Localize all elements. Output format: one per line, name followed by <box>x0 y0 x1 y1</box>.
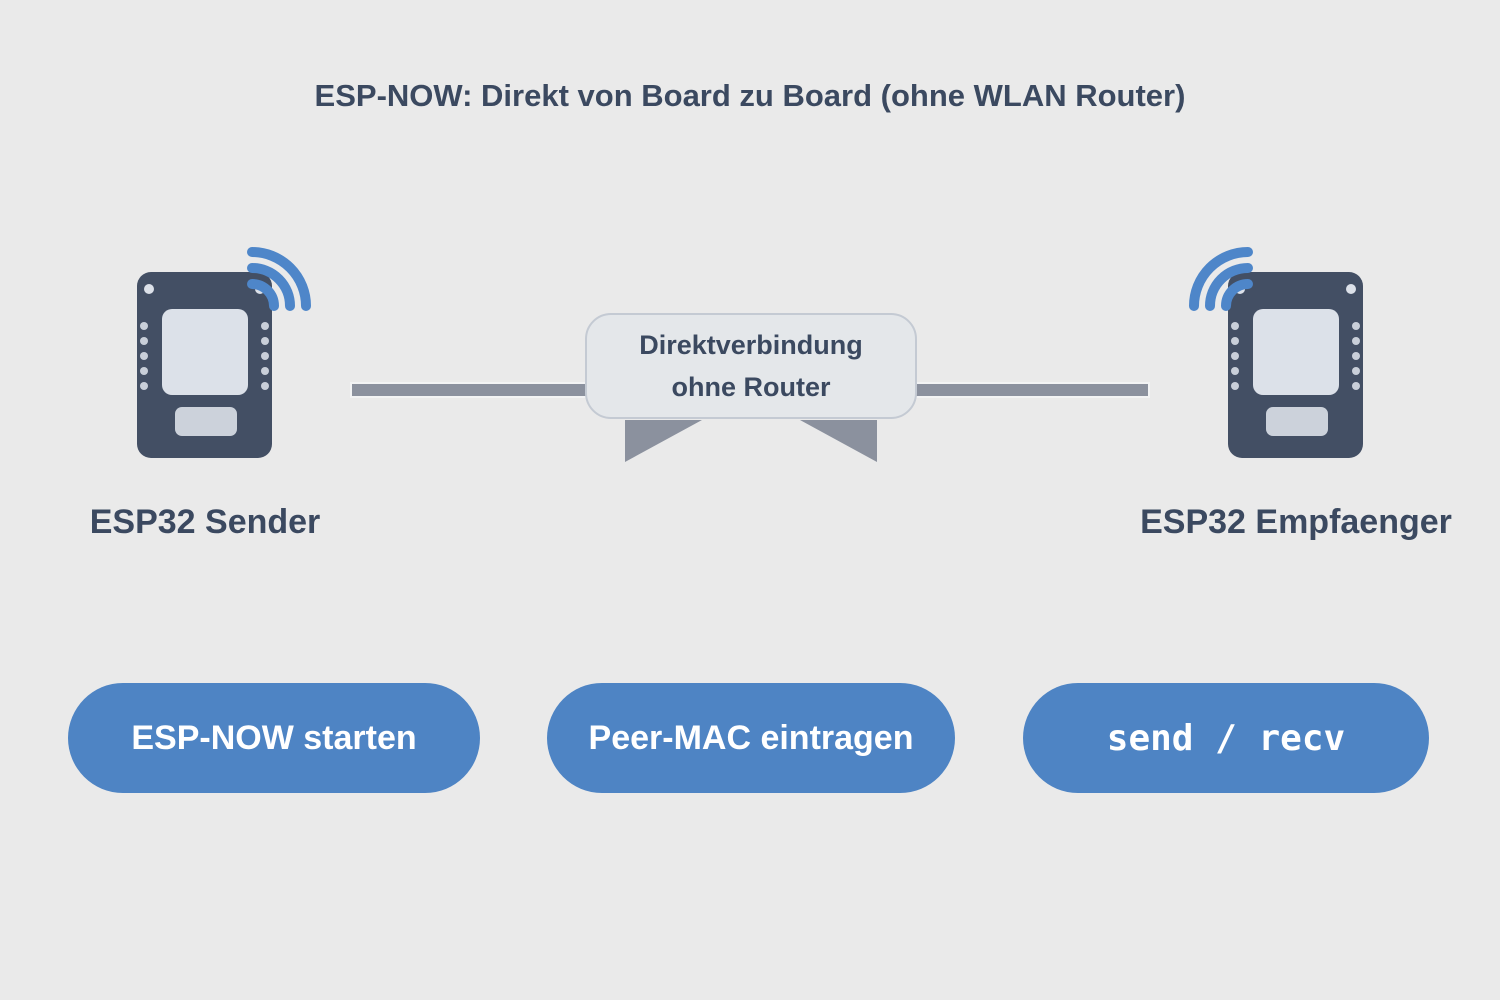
sender-label: ESP32 Sender <box>89 503 321 541</box>
pin-dot <box>1231 367 1239 375</box>
pin-dot <box>140 337 148 345</box>
step-pill-label: send / recv <box>1106 717 1346 759</box>
pin-dot <box>1231 352 1239 360</box>
pin-dot <box>1231 382 1239 390</box>
page-title: ESP-NOW: Direkt von Board zu Board (ohne… <box>314 78 1186 113</box>
pin-dot <box>1352 322 1360 330</box>
esp32-board-receiver <box>1228 272 1363 458</box>
pin-dot <box>1231 337 1239 345</box>
usb-connector <box>1266 407 1328 436</box>
pin-dot <box>140 367 148 375</box>
mounting-hole <box>144 284 154 294</box>
receiver-label: ESP32 Empfaenger <box>1140 503 1452 541</box>
pin-header <box>1352 322 1360 390</box>
usb-connector <box>175 407 237 436</box>
callout-text-line2: ohne Router <box>671 372 831 402</box>
direct-connection-callout: Direktverbindung ohne Router <box>585 313 917 419</box>
pin-header <box>1231 322 1239 390</box>
pin-header <box>140 322 148 390</box>
pin-dot <box>261 367 269 375</box>
esp-chip <box>1253 309 1339 395</box>
pin-dot <box>261 382 269 390</box>
step-pill-esp-now-starten: ESP-NOW starten <box>68 683 480 793</box>
pin-dot <box>140 382 148 390</box>
pin-dot <box>1352 337 1360 345</box>
pin-dot <box>261 337 269 345</box>
step-pill-label: ESP-NOW starten <box>131 718 417 757</box>
pin-dot <box>261 352 269 360</box>
pin-header <box>261 322 269 390</box>
mounting-hole <box>1346 284 1356 294</box>
pin-dot <box>1352 382 1360 390</box>
step-pill-label: Peer-MAC eintragen <box>588 718 914 757</box>
esp32-board-sender <box>137 272 272 458</box>
pin-dot <box>261 322 269 330</box>
pin-dot <box>140 352 148 360</box>
wifi-signal-icon <box>247 247 311 311</box>
pin-dot <box>1231 322 1239 330</box>
wifi-signal-icon <box>1189 247 1253 311</box>
callout-text-line1: Direktverbindung <box>639 330 863 360</box>
step-pill-peer-mac-eintragen: Peer-MAC eintragen <box>547 683 955 793</box>
pin-dot <box>1352 367 1360 375</box>
step-pill-send-recv: send / recv <box>1023 683 1429 793</box>
pin-dot <box>140 322 148 330</box>
esp-chip <box>162 309 248 395</box>
pin-dot <box>1352 352 1360 360</box>
callout-ribbon-tails <box>625 420 877 462</box>
